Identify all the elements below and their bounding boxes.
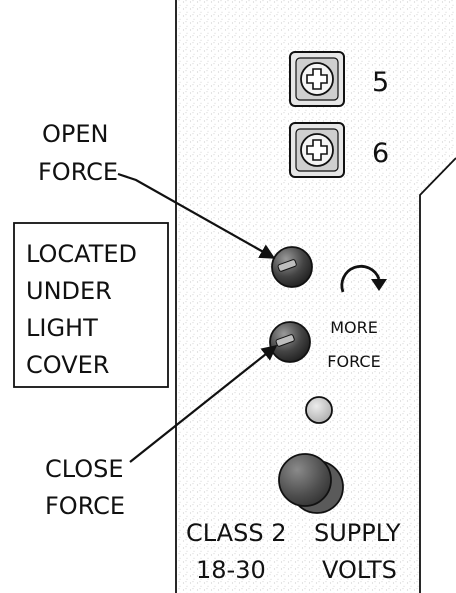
located-note-box [13, 222, 169, 388]
supply-class-label: CLASS 2 [186, 519, 286, 547]
close-force-knob [269, 321, 311, 363]
more-force-rotation-icon [340, 265, 381, 293]
located-note-line4: COVER [26, 351, 109, 379]
indicator-led [305, 396, 333, 424]
power-knob [278, 453, 344, 514]
close-force-label-line1: CLOSE [45, 455, 124, 483]
panel-right-edge [419, 157, 456, 593]
open-force-leader-arrow [117, 172, 276, 259]
supply-supply-label: SUPPLY [314, 519, 401, 547]
close-force-leader-arrow [129, 345, 278, 463]
open-force-knob [271, 246, 313, 288]
terminal-6-number: 6 [372, 138, 389, 169]
located-note-line2: UNDER [26, 277, 112, 305]
terminal-screw-5 [289, 51, 345, 107]
located-note-line3: LIGHT [26, 314, 98, 342]
more-force-label-line1: MORE [330, 318, 378, 337]
more-force-label-line2: FORCE [327, 352, 380, 371]
terminal-screw-6 [289, 122, 345, 178]
open-force-label-line1: OPEN [42, 120, 108, 148]
close-force-label-line2: FORCE [45, 492, 125, 520]
panel-background [176, 0, 456, 593]
located-note-line1: LOCATED [26, 240, 137, 268]
supply-volts-label: VOLTS [322, 556, 397, 584]
open-force-label-line2: FORCE [38, 158, 118, 186]
terminal-5-number: 5 [372, 67, 389, 98]
supply-voltage-range: 18-30 [196, 556, 266, 584]
